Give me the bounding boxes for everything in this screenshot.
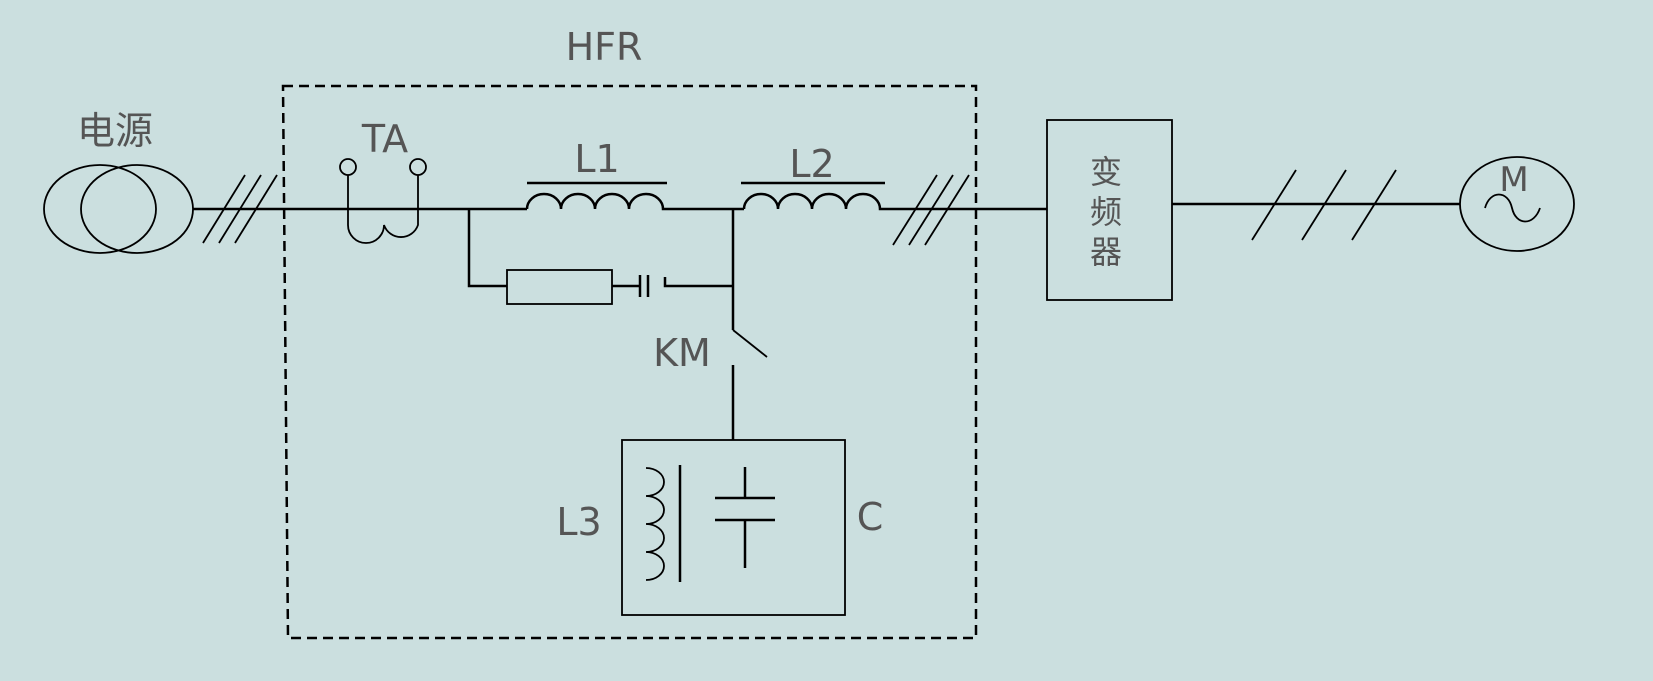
inductor-l3 bbox=[645, 465, 682, 582]
hfr-enclosure bbox=[281, 84, 978, 640]
current-transformer-ta bbox=[339, 158, 427, 244]
l1-label: L1 bbox=[574, 137, 619, 181]
motor-label: M bbox=[1499, 160, 1528, 200]
km-contactor bbox=[732, 329, 768, 358]
three-phase-mark-right bbox=[1251, 169, 1397, 241]
vfd-box bbox=[1046, 119, 1173, 301]
lc-filter-box bbox=[621, 439, 846, 616]
transformer-icon bbox=[43, 164, 194, 254]
vfd-label-2: 频 bbox=[1090, 193, 1122, 231]
l3-label: L3 bbox=[556, 500, 601, 544]
c-label: C bbox=[857, 495, 884, 539]
inductor-l1 bbox=[525, 181, 667, 211]
vfd-label-3: 器 bbox=[1090, 233, 1122, 271]
vfd-label-1: 变 bbox=[1090, 153, 1122, 191]
l2-label: L2 bbox=[789, 142, 834, 186]
inductor-l2 bbox=[741, 181, 885, 211]
three-phase-mark-middle bbox=[892, 174, 970, 246]
ta-label: TA bbox=[361, 117, 408, 161]
rc-branch bbox=[467, 209, 733, 305]
source-label: 电源 bbox=[77, 109, 153, 153]
capacitor-c bbox=[715, 467, 775, 568]
three-phase-mark-left bbox=[202, 174, 278, 244]
hfr-label: HFR bbox=[566, 25, 643, 69]
motor-icon bbox=[1459, 156, 1575, 252]
km-label: KM bbox=[653, 331, 711, 375]
